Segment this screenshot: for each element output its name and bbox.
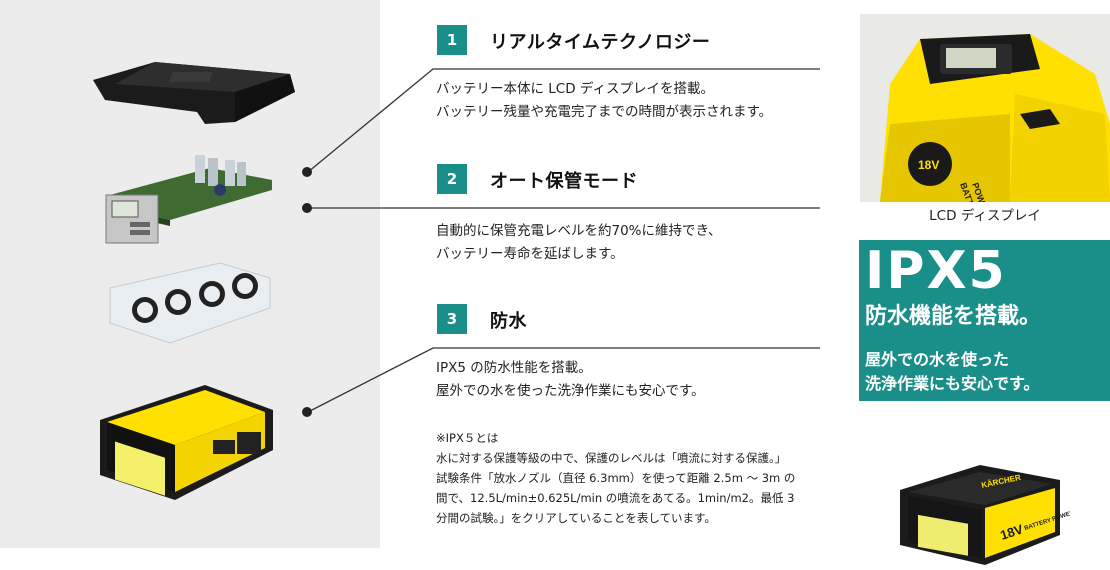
feature-desc-2-line2: バッテリー寿命を延ばします。 (436, 246, 624, 262)
ipx5-description: 屋外での水を使った 洗浄作業にも安心です。 (865, 348, 1039, 396)
note-line-3: 間で、12.5L/min±0.625L/min の噴流をあてる。1min/m2。… (436, 491, 795, 505)
feature-desc-3-line2: 屋外での水を使った洗浄作業にも安心です。 (436, 383, 705, 399)
feature-number-3: 3 (437, 304, 467, 334)
ipx5-box: IPX5 防水機能を搭載。 屋外での水を使った 洗浄作業にも安心です。 (859, 240, 1110, 401)
feature-desc-3-line1: IPX5 の防水性能を搭載。 (436, 360, 592, 376)
feature-title-1: リアルタイムテクノロジー (490, 32, 711, 53)
feature-desc-2-line1: 自動的に保管充電レベルを約70%に維持でき、 (436, 223, 722, 239)
lcd-volt-label: 18V (918, 158, 939, 172)
feature-desc-1-line2: バッテリー残量や充電完了までの時間が表示されます。 (436, 104, 773, 120)
feature-title-3: 防水 (490, 311, 527, 332)
connector-dot-1 (302, 167, 312, 177)
connector-dot-2 (302, 203, 312, 213)
note-line-1: 水に対する保護等級の中で、保護のレベルは「噴流に対する保護。」 (436, 451, 787, 465)
note-line-2: 試験条件「放水ノズル（直径 6.3mm）を使って距離 2.5m ～ 3m の (436, 471, 796, 485)
circuit-board (105, 155, 272, 244)
connector-dot-3 (302, 407, 312, 417)
lcd-display-photo: 18V BATTERY POWER (860, 14, 1110, 202)
note-heading: ※IPX５とは (436, 431, 499, 445)
ipx5-description-line1: 屋外での水を使った (865, 350, 1010, 369)
ipx5-description-line2: 洗浄作業にも安心です。 (865, 374, 1040, 393)
note-line-4: 分間の試験。」をクリアしていることを表しています。 (436, 511, 716, 525)
cell-holder (109, 262, 271, 344)
ipx5-subtitle: 防水機能を搭載。 (865, 304, 1042, 329)
battery-housing (100, 385, 273, 500)
feature-number-2: 2 (437, 164, 467, 194)
feature-desc-2: 自動的に保管充電レベルを約70%に維持でき、 バッテリー寿命を延ばします。 (436, 220, 722, 266)
feature-desc-1-line1: バッテリー本体に LCD ディスプレイを搭載。 (436, 81, 714, 97)
battery-volt-label: 18V (998, 521, 1025, 543)
feature-number-1: 1 (437, 25, 467, 55)
battery-top-cover (93, 62, 295, 124)
ipx5-big-title: IPX5 (865, 241, 1007, 301)
feature-desc-1: バッテリー本体に LCD ディスプレイを搭載。 バッテリー残量や充電完了までの時… (436, 78, 772, 124)
ipx5-note: ※IPX５とは 水に対する保護等級の中で、保護のレベルは「噴流に対する保護。」 … (436, 428, 836, 528)
feature-title-2: オート保管モード (490, 171, 638, 192)
exploded-view-panel (0, 0, 380, 548)
lcd-battery-illustration: 18V BATTERY POWER (860, 14, 1110, 202)
lcd-caption: LCD ディスプレイ (929, 208, 1041, 224)
battery-product-photo: KÄRCHER 18V BATTERY POWER (900, 465, 1070, 565)
feature-desc-3: IPX5 の防水性能を搭載。 屋外での水を使った洗浄作業にも安心です。 (436, 357, 705, 403)
